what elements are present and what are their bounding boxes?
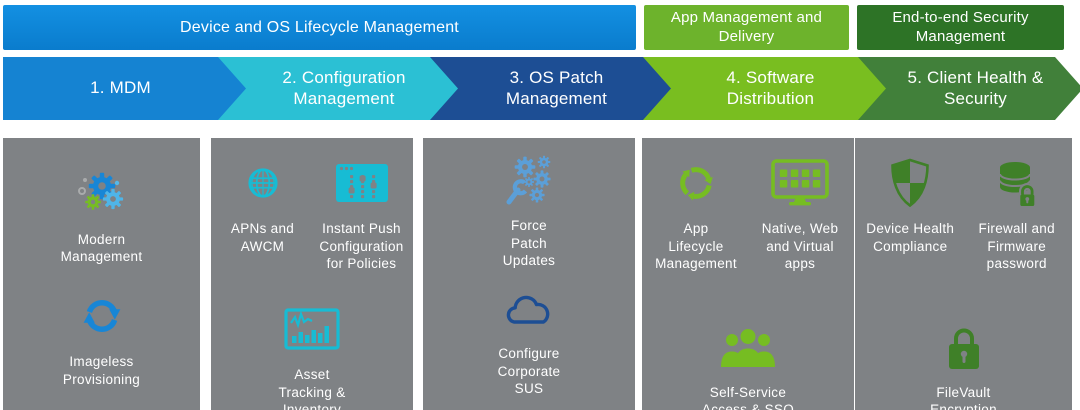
panel-client-health-security: Device Health Compliance bbox=[855, 138, 1072, 410]
monitor-apps-icon bbox=[771, 159, 829, 206]
feature-apns-awcm: APNs and AWCM bbox=[213, 154, 312, 273]
feature-label: App Lifecycle Management bbox=[655, 221, 737, 272]
stage-chevron-software-distribution: 4. Software Distribution bbox=[643, 57, 888, 120]
feature-label: APNs and AWCM bbox=[230, 221, 295, 254]
feature-firewall-firmware-password: Firewall and Firmware password bbox=[964, 154, 1071, 273]
feature-label: Modern Management bbox=[60, 231, 143, 265]
feature-modern-management: Modern Management bbox=[3, 165, 200, 266]
cloud-icon bbox=[506, 295, 550, 324]
panel-software-distribution: App Lifecycle Management bbox=[642, 138, 854, 410]
users-group-icon bbox=[721, 328, 775, 367]
feature-label: Imageless Provisioning bbox=[62, 353, 141, 387]
feature-app-lifecycle: App Lifecycle Management bbox=[644, 154, 748, 273]
feature-imageless-provisioning: Imageless Provisioning bbox=[3, 287, 200, 388]
header-bar-device-os-lifecycle: Device and OS Lifecycle Management bbox=[3, 5, 636, 50]
padlock-icon bbox=[948, 328, 979, 369]
stage-chevron-os-patch: 3. OS Patch Management bbox=[430, 57, 673, 120]
feature-label: Device Health Compliance bbox=[866, 221, 955, 254]
feature-label: Instant Push Configuration for Policies bbox=[319, 221, 404, 272]
header-bar-security-management: End-to-end Security Management bbox=[857, 5, 1064, 50]
sync-arrows-icon bbox=[83, 299, 120, 332]
feature-label: Self-Service Access & SSO bbox=[701, 384, 795, 410]
feature-self-service-sso: Self-Service Access & SSO bbox=[644, 318, 852, 410]
sliders-window-icon bbox=[335, 164, 388, 202]
feature-instant-push-configuration: Instant Push Configuration for Policies bbox=[312, 154, 411, 273]
header-bar-app-management: App Management and Delivery bbox=[644, 5, 849, 50]
feature-force-patch-updates: Force Patch Updates bbox=[423, 151, 635, 270]
stage-chevron-mdm: 1. MDM bbox=[3, 57, 258, 120]
panel-configuration-management: APNs and AWCM bbox=[211, 138, 413, 410]
panel-mdm: Modern Management Imageless Provisioning bbox=[3, 138, 200, 410]
feature-label: Configure Corporate SUS bbox=[497, 346, 561, 397]
globe-icon bbox=[247, 168, 278, 198]
feature-device-health-compliance: Device Health Compliance bbox=[857, 154, 964, 273]
feature-configure-corporate-sus: Configure Corporate SUS bbox=[423, 279, 635, 398]
panel-os-patch-management: Force Patch Updates Configure Corporate … bbox=[423, 138, 635, 410]
feature-filevault-encryption: FileVault Encryption bbox=[857, 318, 1070, 410]
gears-icon bbox=[77, 172, 123, 210]
feature-label: Native, Web and Virtual apps bbox=[761, 221, 839, 272]
feature-label: Firewall and Firmware password bbox=[978, 221, 1055, 272]
stage-chevron-configuration: 2. Configuration Management bbox=[218, 57, 460, 120]
stage-chevron-client-health: 5. Client Health & Security bbox=[858, 57, 1080, 120]
shield-check-icon bbox=[891, 158, 930, 208]
feature-label: FileVault Encryption bbox=[930, 384, 997, 410]
feature-native-web-virtual-apps: Native, Web and Virtual apps bbox=[748, 154, 852, 273]
feature-label: Asset Tracking & Inventory bbox=[278, 367, 346, 410]
recycle-arrows-icon bbox=[670, 157, 722, 209]
bar-chart-icon bbox=[284, 308, 340, 350]
feature-asset-tracking: Asset Tracking & Inventory bbox=[213, 300, 411, 410]
database-lock-icon bbox=[998, 162, 1036, 207]
feature-label: Force Patch Updates bbox=[502, 218, 556, 269]
wrench-gears-icon bbox=[506, 155, 551, 205]
